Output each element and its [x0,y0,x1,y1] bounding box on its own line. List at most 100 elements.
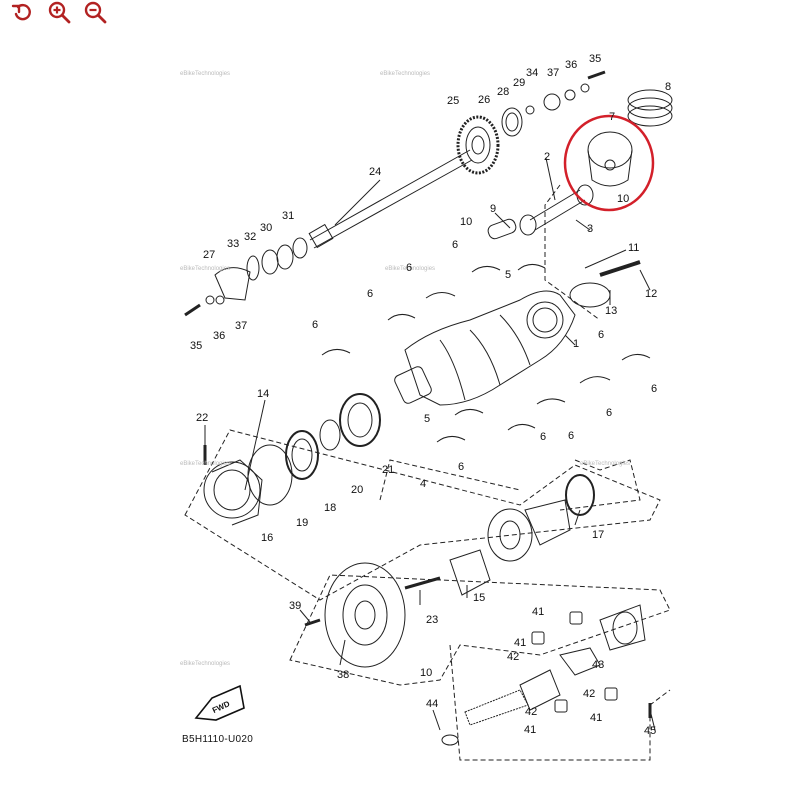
watermark-text: eBikeTechnologies [385,266,435,272]
bearing-housing [203,459,263,526]
callout-label: 42 [583,688,595,700]
callout-label: 6 [452,239,458,251]
callout-label: 41 [532,606,544,618]
bearing-shells [321,264,651,443]
flange-group-outline [289,574,671,686]
callout-label: 43 [592,659,604,671]
callout-label: 24 [369,166,381,178]
bearing-right-outline [559,459,641,511]
callout-label: 27 [203,249,215,261]
zoom-out-button[interactable] [80,0,110,24]
rotate-left-icon [11,4,31,21]
callout-label: 19 [296,517,308,529]
callout-label: 6 [458,461,464,473]
callout-label: 2 [544,151,550,163]
watermark-text: eBikeTechnologies [180,71,230,77]
watermark-text: eBikeTechnologies [180,266,230,272]
callout-label: 8 [665,81,671,93]
watermark-text: eBikeTechnologies [380,71,430,77]
piston [587,131,633,187]
callout-label: 41 [524,724,536,736]
callout-label: 1 [573,338,579,350]
callout-label: 6 [651,383,657,395]
balancer-weight [214,267,251,301]
image-toolbar [8,0,110,26]
callout-label: 17 [592,529,604,541]
callout-label: 26 [478,94,490,106]
callout-label: 35 [589,53,601,65]
bearing-26 [501,107,523,137]
zoom-in-button[interactable] [44,0,74,24]
bearing-group-outline [379,459,521,501]
callout-label: 36 [213,330,225,342]
diagram-code: B5H1110-U020 [182,734,253,745]
callout-label: 20 [351,484,363,496]
crankshaft [394,282,611,406]
callout-label: 44 [426,698,438,710]
callout-label: 34 [526,67,538,79]
watermark-text: eBikeTechnologies [580,461,630,467]
callout-label: 28 [497,86,509,98]
drive-shaft [464,604,646,726]
callout-label: 37 [547,67,559,79]
callout-label: 5 [424,413,430,425]
connecting-rod [519,184,594,236]
callout-label: 10 [617,193,629,205]
callout-label: 12 [645,288,657,300]
callout-label: 21 [382,464,394,476]
callout-label: 5 [505,269,511,281]
callout-label: 38 [337,669,349,681]
callout-label: 37 [235,320,247,332]
callout-label: 14 [257,388,269,400]
callout-label: 42 [525,706,537,718]
watermark-text: eBikeTechnologies [180,461,230,467]
callout-label: 6 [540,431,546,443]
callout-label: 41 [590,712,602,724]
callout-label: 32 [244,231,256,243]
callout-label: 7 [609,111,615,123]
callout-label: 31 [282,210,294,222]
callout-label: 11 [628,242,639,254]
callout-label: 23 [426,614,438,626]
callout-label: 4 [420,478,426,490]
driveshaft-group-outline [449,644,671,761]
callout-label: 3 [587,223,593,235]
callout-label: 16 [261,532,273,544]
callout-label: 39 [289,600,301,612]
callout-label: 6 [568,430,574,442]
connecting-rod-group-outline [544,184,601,321]
callout-label: 6 [598,329,604,341]
callout-label: 6 [367,288,373,300]
callout-label: 41 [514,637,526,649]
piston-rings [627,89,673,127]
fwd-arrow-icon [194,684,245,721]
callout-label: 33 [227,238,239,250]
balancer-gear [456,115,500,175]
rotate-button[interactable] [8,0,38,24]
callout-label: 10 [420,667,432,679]
zoom-out-icon [84,1,107,24]
callout-label: 30 [260,222,272,234]
zoom-in-icon [48,1,71,24]
callout-label: 9 [490,203,496,215]
callout-label: 36 [565,59,577,71]
balancer-shaft [308,149,473,249]
callout-label: 10 [460,216,472,228]
callout-label: 25 [447,95,459,107]
piston-pin [487,218,517,240]
group-14-outline [184,429,661,601]
callout-label: 22 [196,412,208,424]
callout-label: 45 [644,725,656,737]
callout-label: 13 [605,305,617,317]
watermark-text: eBikeTechnologies [180,661,230,667]
callout-label: 6 [606,407,612,419]
callout-label: 15 [473,592,485,604]
callout-label: 6 [312,319,318,331]
callout-label: 29 [513,77,525,89]
callout-label: 18 [324,502,336,514]
callout-label: 35 [190,340,202,352]
highlight-circle [563,114,655,212]
callout-label: 6 [406,262,412,274]
flywheel [324,562,406,668]
